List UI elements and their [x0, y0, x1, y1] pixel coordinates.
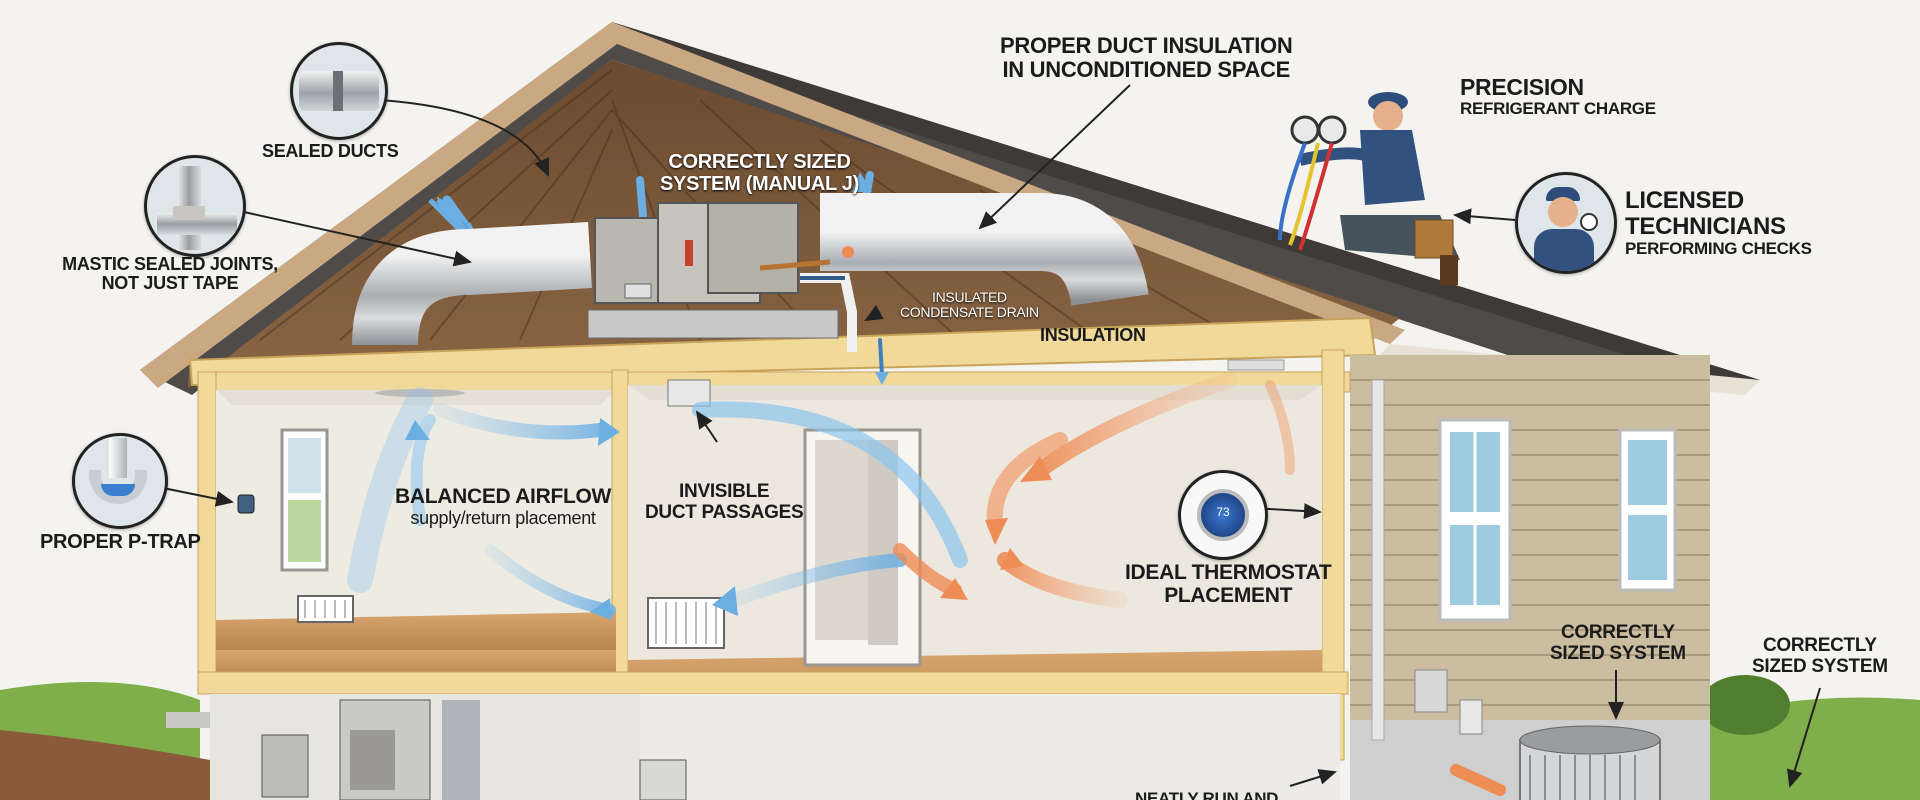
- outdoor-condenser-unit: [1519, 725, 1661, 800]
- neatly-run-label: NEATLY RUN AND: [1135, 789, 1279, 800]
- fascia-right: [612, 22, 1405, 344]
- wall-sensor: [237, 494, 255, 514]
- sealed-ducts-label: SEALED DUCTS: [262, 141, 399, 161]
- side-window-right: [1618, 428, 1677, 592]
- duct-insulation-line-2: IN UNCONDITIONED SPACE: [1002, 56, 1291, 82]
- correctly-sized-attic-label: CORRECTLY SIZED SYSTEM (MANUAL J): [660, 151, 859, 195]
- p-trap-callout: [72, 433, 168, 529]
- insulation-label: INSULATION: [1040, 325, 1146, 345]
- room-window: [280, 428, 329, 572]
- correctly-sized-side-label: CORRECTLY SIZED SYSTEM: [1550, 622, 1686, 664]
- electrical-panel: [261, 734, 309, 798]
- condensate-line-1: INSULATED: [932, 289, 1007, 305]
- precision-charge-label: PRECISION REFRIGERANT CHARGE: [1460, 75, 1656, 118]
- side-window-left: [1438, 418, 1512, 622]
- licensed-line-2: TECHNICIANS: [1625, 212, 1786, 240]
- electric-disconnect: [1414, 669, 1448, 713]
- right-size-line-2: SIZED SYSTEM: [1752, 655, 1888, 677]
- mastic-joints-label: MASTIC SEALED JOINTS, NOT JUST TAPE: [40, 254, 300, 294]
- attic-size-line-2: SYSTEM (MANUAL J): [660, 172, 859, 195]
- mastic-joints-callout: [144, 155, 246, 257]
- sealed-ducts-callout: [290, 42, 388, 140]
- callout-leader-lines: [162, 84, 1821, 788]
- ceiling-diffuser-left: [375, 389, 465, 397]
- condensate-drain-label: INSULATED CONDENSATE DRAIN: [900, 289, 1039, 321]
- thermostat-callout: 73: [1178, 470, 1268, 560]
- ceiling-diffuser-right: [1227, 359, 1285, 371]
- side-size-line-1: CORRECTLY: [1560, 622, 1675, 643]
- ceiling-supply-register: [667, 379, 711, 407]
- furnace: [339, 699, 431, 800]
- precision-line-2: REFRIGERANT CHARGE: [1460, 98, 1656, 118]
- mastic-line-2: NOT JUST TAPE: [101, 273, 239, 294]
- side-size-line-2: SIZED SYSTEM: [1550, 642, 1686, 664]
- soil-left: [0, 730, 210, 800]
- balanced-airflow-title: BALANCED AIRFLOW: [395, 485, 612, 508]
- thermostat-reading: 73: [1216, 505, 1230, 519]
- duct-insulation-line-1: PROPER DUCT INSULATION: [1000, 33, 1293, 58]
- mastic-line-1: MASTIC SEALED JOINTS,: [62, 254, 278, 274]
- invisible-line-1: INVISIBLE: [679, 481, 770, 502]
- right-size-line-1: CORRECTLY: [1762, 635, 1877, 656]
- fascia-left: [140, 22, 625, 388]
- correctly-sized-right-label: CORRECTLY SIZED SYSTEM: [1752, 635, 1888, 677]
- basement-duct: [442, 700, 480, 800]
- duct-insulation-label: PROPER DUCT INSULATION IN UNCONDITIONED …: [1000, 33, 1293, 82]
- balanced-airflow-sub: supply/return placement: [410, 507, 596, 528]
- licensed-line-1: LICENSED: [1625, 187, 1744, 214]
- thermostat-placement-label: IDEAL THERMOSTAT PLACEMENT: [1125, 561, 1332, 607]
- licensed-line-3: PERFORMING CHECKS: [1625, 238, 1812, 258]
- invisible-line-2: DUCT PASSAGES: [645, 501, 804, 523]
- condensate-line-2: CONDENSATE DRAIN: [900, 304, 1039, 321]
- rooftop-technician: [1278, 92, 1460, 285]
- technician-callout: [1515, 172, 1617, 274]
- invisible-passages-label: INVISIBLE DUCT PASSAGES: [645, 481, 804, 523]
- balanced-airflow-label: BALANCED AIRFLOW supply/return placement: [395, 485, 612, 528]
- thermostat-line-1: IDEAL THERMOSTAT: [1125, 561, 1332, 584]
- licensed-technicians-label: LICENSED TECHNICIANS PERFORMING CHECKS: [1625, 188, 1812, 258]
- shrub: [1700, 675, 1790, 735]
- roof-shingles: [140, 22, 1760, 395]
- attic-size-line-1: CORRECTLY SIZED: [668, 151, 851, 173]
- precision-line-1: PRECISION: [1460, 74, 1584, 100]
- thermostat-line-2: PLACEMENT: [1164, 583, 1293, 607]
- air-handler-unit: [587, 202, 839, 339]
- p-trap-label: PROPER P-TRAP: [40, 531, 201, 553]
